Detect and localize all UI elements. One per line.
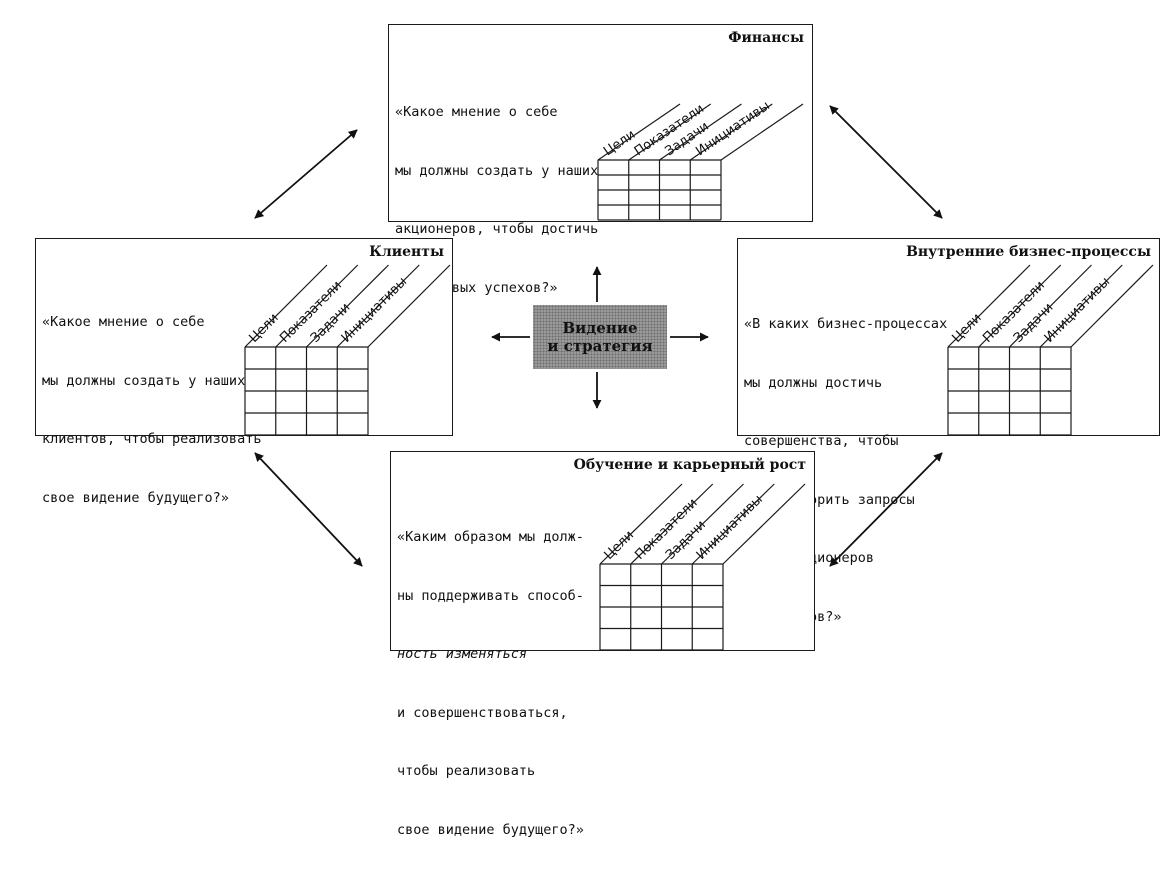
learning-perspective-box: Обучение и карьерный рост «Каким образом… (390, 451, 815, 838)
arrow-internal-learning (829, 452, 943, 567)
header-slant-line (275, 264, 359, 348)
header-slant-line (691, 483, 775, 565)
finance-title: Финансы (728, 30, 804, 46)
learning-question-line: свое видение будущего?» (397, 821, 584, 838)
arrow-finance-internal (829, 105, 943, 219)
arrow-finance-customers (254, 129, 358, 219)
finance-question-line: «Какое мнение о себе (395, 104, 558, 120)
vision-strategy-box: Видение и стратегия (533, 305, 667, 369)
measure-grids: ЦелиПоказателиЗадачиИнициативыЦелиПоказа… (244, 99, 1154, 651)
strategy-label: и стратегия (547, 337, 653, 355)
internal-question-line: «В каких бизнес-процессах (744, 316, 948, 332)
customers-question-line: мы должны создать у наших (42, 372, 246, 389)
header-slant-line (720, 103, 804, 161)
header-slant-line (628, 103, 712, 161)
connector-arrows (254, 105, 943, 567)
header-slant-line (1070, 264, 1154, 348)
learning-question-line: ны поддерживать способ- (397, 587, 584, 604)
header-slant-line (1039, 264, 1123, 348)
internal-processes-title: Внутренние бизнес-процессы (906, 244, 1151, 260)
header-slant-line (722, 483, 806, 565)
customers-question-line: «Какое мнение о себе (42, 314, 205, 330)
goals-column-label: Цели (601, 127, 638, 159)
finance-perspective-box: Финансы «Какое мнение о себе мы должны с… (388, 24, 813, 296)
internal-question-line: совершенства, чтобы (744, 433, 899, 449)
header-slant-line (306, 264, 389, 348)
arrow-customers-learning (254, 452, 363, 567)
learning-question-line: и совершенствоваться, (397, 704, 568, 721)
diagram-overlay: ЦелиПоказателиЗадачиИнициативыЦелиПоказа… (244, 99, 1154, 651)
customers-question-line: свое видение будущего?» (42, 489, 229, 506)
internal-question-line: мы должны достичь (744, 374, 883, 391)
header-slant-line (367, 264, 451, 348)
learning-question-line: чтобы реализовать (397, 763, 536, 779)
header-slant-line (599, 483, 683, 565)
header-slant-line (659, 103, 742, 161)
vision-label: Видение (562, 319, 638, 337)
header-slant-line (661, 483, 744, 565)
header-slant-line (978, 264, 1062, 348)
header-slant-line (244, 264, 328, 348)
finance-question-line: акционеров, чтобы достичь (395, 221, 599, 237)
customers-title: Клиенты (369, 244, 444, 260)
header-slant-line (689, 103, 773, 161)
learning-title: Обучение и карьерный рост (573, 457, 806, 473)
customers-question-line: клиентов, чтобы реализовать (42, 431, 262, 447)
header-slant-line (336, 264, 420, 348)
customers-question: «Какое мнение о себе мы должны создать у… (42, 274, 261, 547)
header-slant-line (947, 264, 1031, 348)
learning-question-line: «Каким образом мы долж- (397, 529, 584, 545)
header-slant-line (1009, 264, 1092, 348)
header-slant-line (630, 483, 714, 565)
finance-question-line: мы должны создать у наших (395, 162, 599, 179)
header-slant-line (597, 103, 681, 161)
